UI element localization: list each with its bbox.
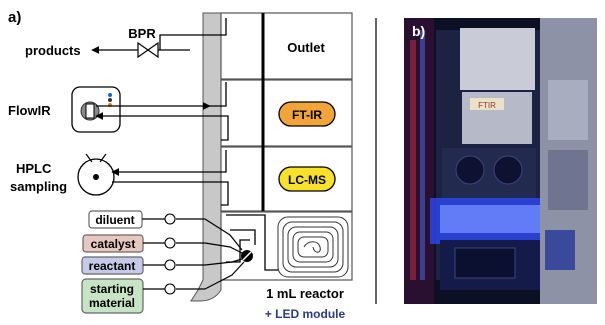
flowir-label: FlowIR (8, 103, 51, 118)
products-label: products (25, 43, 81, 58)
hplc-lines (111, 150, 229, 206)
lcms-badge (278, 166, 336, 192)
ftir-badge (278, 101, 336, 127)
led-caption: + LED module (265, 307, 346, 321)
setup-photo: FTIR (404, 18, 597, 304)
svg-text:diluent: diluent (95, 213, 134, 227)
svg-text:catalyst: catalyst (91, 237, 136, 251)
manifold-rail (190, 12, 222, 302)
reactor-caption: 1 mL reactor (266, 286, 344, 301)
flowir-lines (95, 82, 229, 141)
feed-catalyst: catalyst (82, 234, 144, 253)
outlet-module-box (220, 12, 353, 80)
feed-reactant: reactant (81, 256, 144, 275)
flowir-device (71, 86, 121, 133)
panel-label-a: a) (8, 9, 21, 26)
reactor-coil (277, 216, 349, 278)
feed-pump-markers (164, 213, 176, 295)
bpr-label: BPR (128, 26, 156, 41)
feed-diluent: diluent (88, 210, 143, 229)
feed-lines (142, 218, 245, 290)
svg-text:reactant: reactant (89, 259, 136, 273)
hplc-label-line1: HPLC (16, 161, 52, 176)
hplc-valve (77, 153, 115, 196)
svg-text:material: material (89, 296, 135, 310)
panel-label-b: b) (412, 23, 425, 39)
feed-starting-material: starting material (81, 278, 144, 314)
photo-tag: FTIR (478, 101, 496, 110)
lcms-label: LC-MS (288, 173, 326, 187)
ftir-label: FT-IR (292, 108, 322, 122)
outlet-label: Outlet (287, 40, 325, 55)
bpr-valve (137, 41, 159, 59)
svg-text:starting: starting (90, 282, 134, 296)
hplc-label-line2: sampling (10, 179, 67, 194)
